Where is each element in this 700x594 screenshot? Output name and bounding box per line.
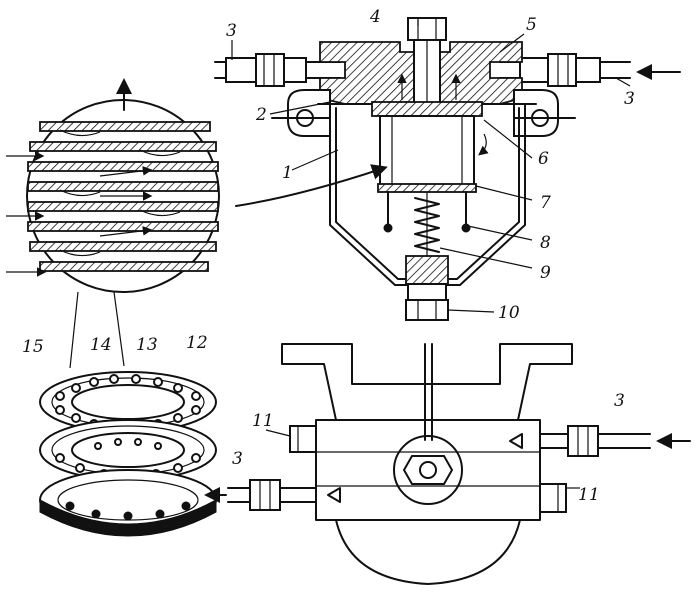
filter-plates bbox=[39, 291, 217, 537]
side-pipe-left bbox=[204, 479, 341, 511]
filter-section-view bbox=[214, 17, 681, 321]
label-3-side-right: 3 bbox=[614, 391, 625, 411]
part-labels: 1 2 3 3 3 3 4 5 6 7 8 9 10 11 11 12 13 1… bbox=[22, 7, 635, 505]
label-5: 5 bbox=[526, 15, 537, 35]
label-3-top-left: 3 bbox=[226, 21, 237, 41]
label-11-left: 11 bbox=[252, 411, 274, 431]
label-1: 1 bbox=[282, 163, 293, 183]
bleed-plug-left bbox=[289, 425, 317, 453]
label-15: 15 bbox=[22, 337, 44, 357]
center-nut bbox=[393, 435, 463, 505]
label-2: 2 bbox=[255, 105, 267, 125]
leader-lines bbox=[231, 20, 631, 489]
label-13: 13 bbox=[136, 335, 158, 355]
outlet-pipe-right bbox=[499, 53, 681, 87]
label-10: 10 bbox=[498, 303, 520, 323]
plate-stack-bottom bbox=[39, 469, 217, 537]
label-7: 7 bbox=[540, 193, 551, 213]
side-body bbox=[315, 419, 541, 585]
bleed-plug-right bbox=[539, 483, 567, 513]
plate-stack-detail bbox=[27, 121, 219, 272]
filter-element bbox=[371, 101, 483, 233]
label-11-right: 11 bbox=[578, 485, 600, 505]
drain-plug bbox=[405, 255, 449, 321]
label-9: 9 bbox=[540, 263, 551, 283]
label-14: 14 bbox=[90, 335, 112, 355]
side-pipe-right bbox=[509, 425, 691, 457]
label-3-side-left: 3 bbox=[232, 449, 243, 469]
mounting-bracket bbox=[281, 343, 573, 441]
label-3-top-right: 3 bbox=[624, 89, 635, 109]
magnified-detail bbox=[6, 78, 220, 293]
label-12: 12 bbox=[186, 333, 208, 353]
spring bbox=[414, 197, 440, 253]
label-4: 4 bbox=[369, 7, 381, 27]
filter-side-view bbox=[204, 343, 691, 585]
label-6: 6 bbox=[538, 149, 549, 169]
label-8: 8 bbox=[540, 233, 551, 253]
